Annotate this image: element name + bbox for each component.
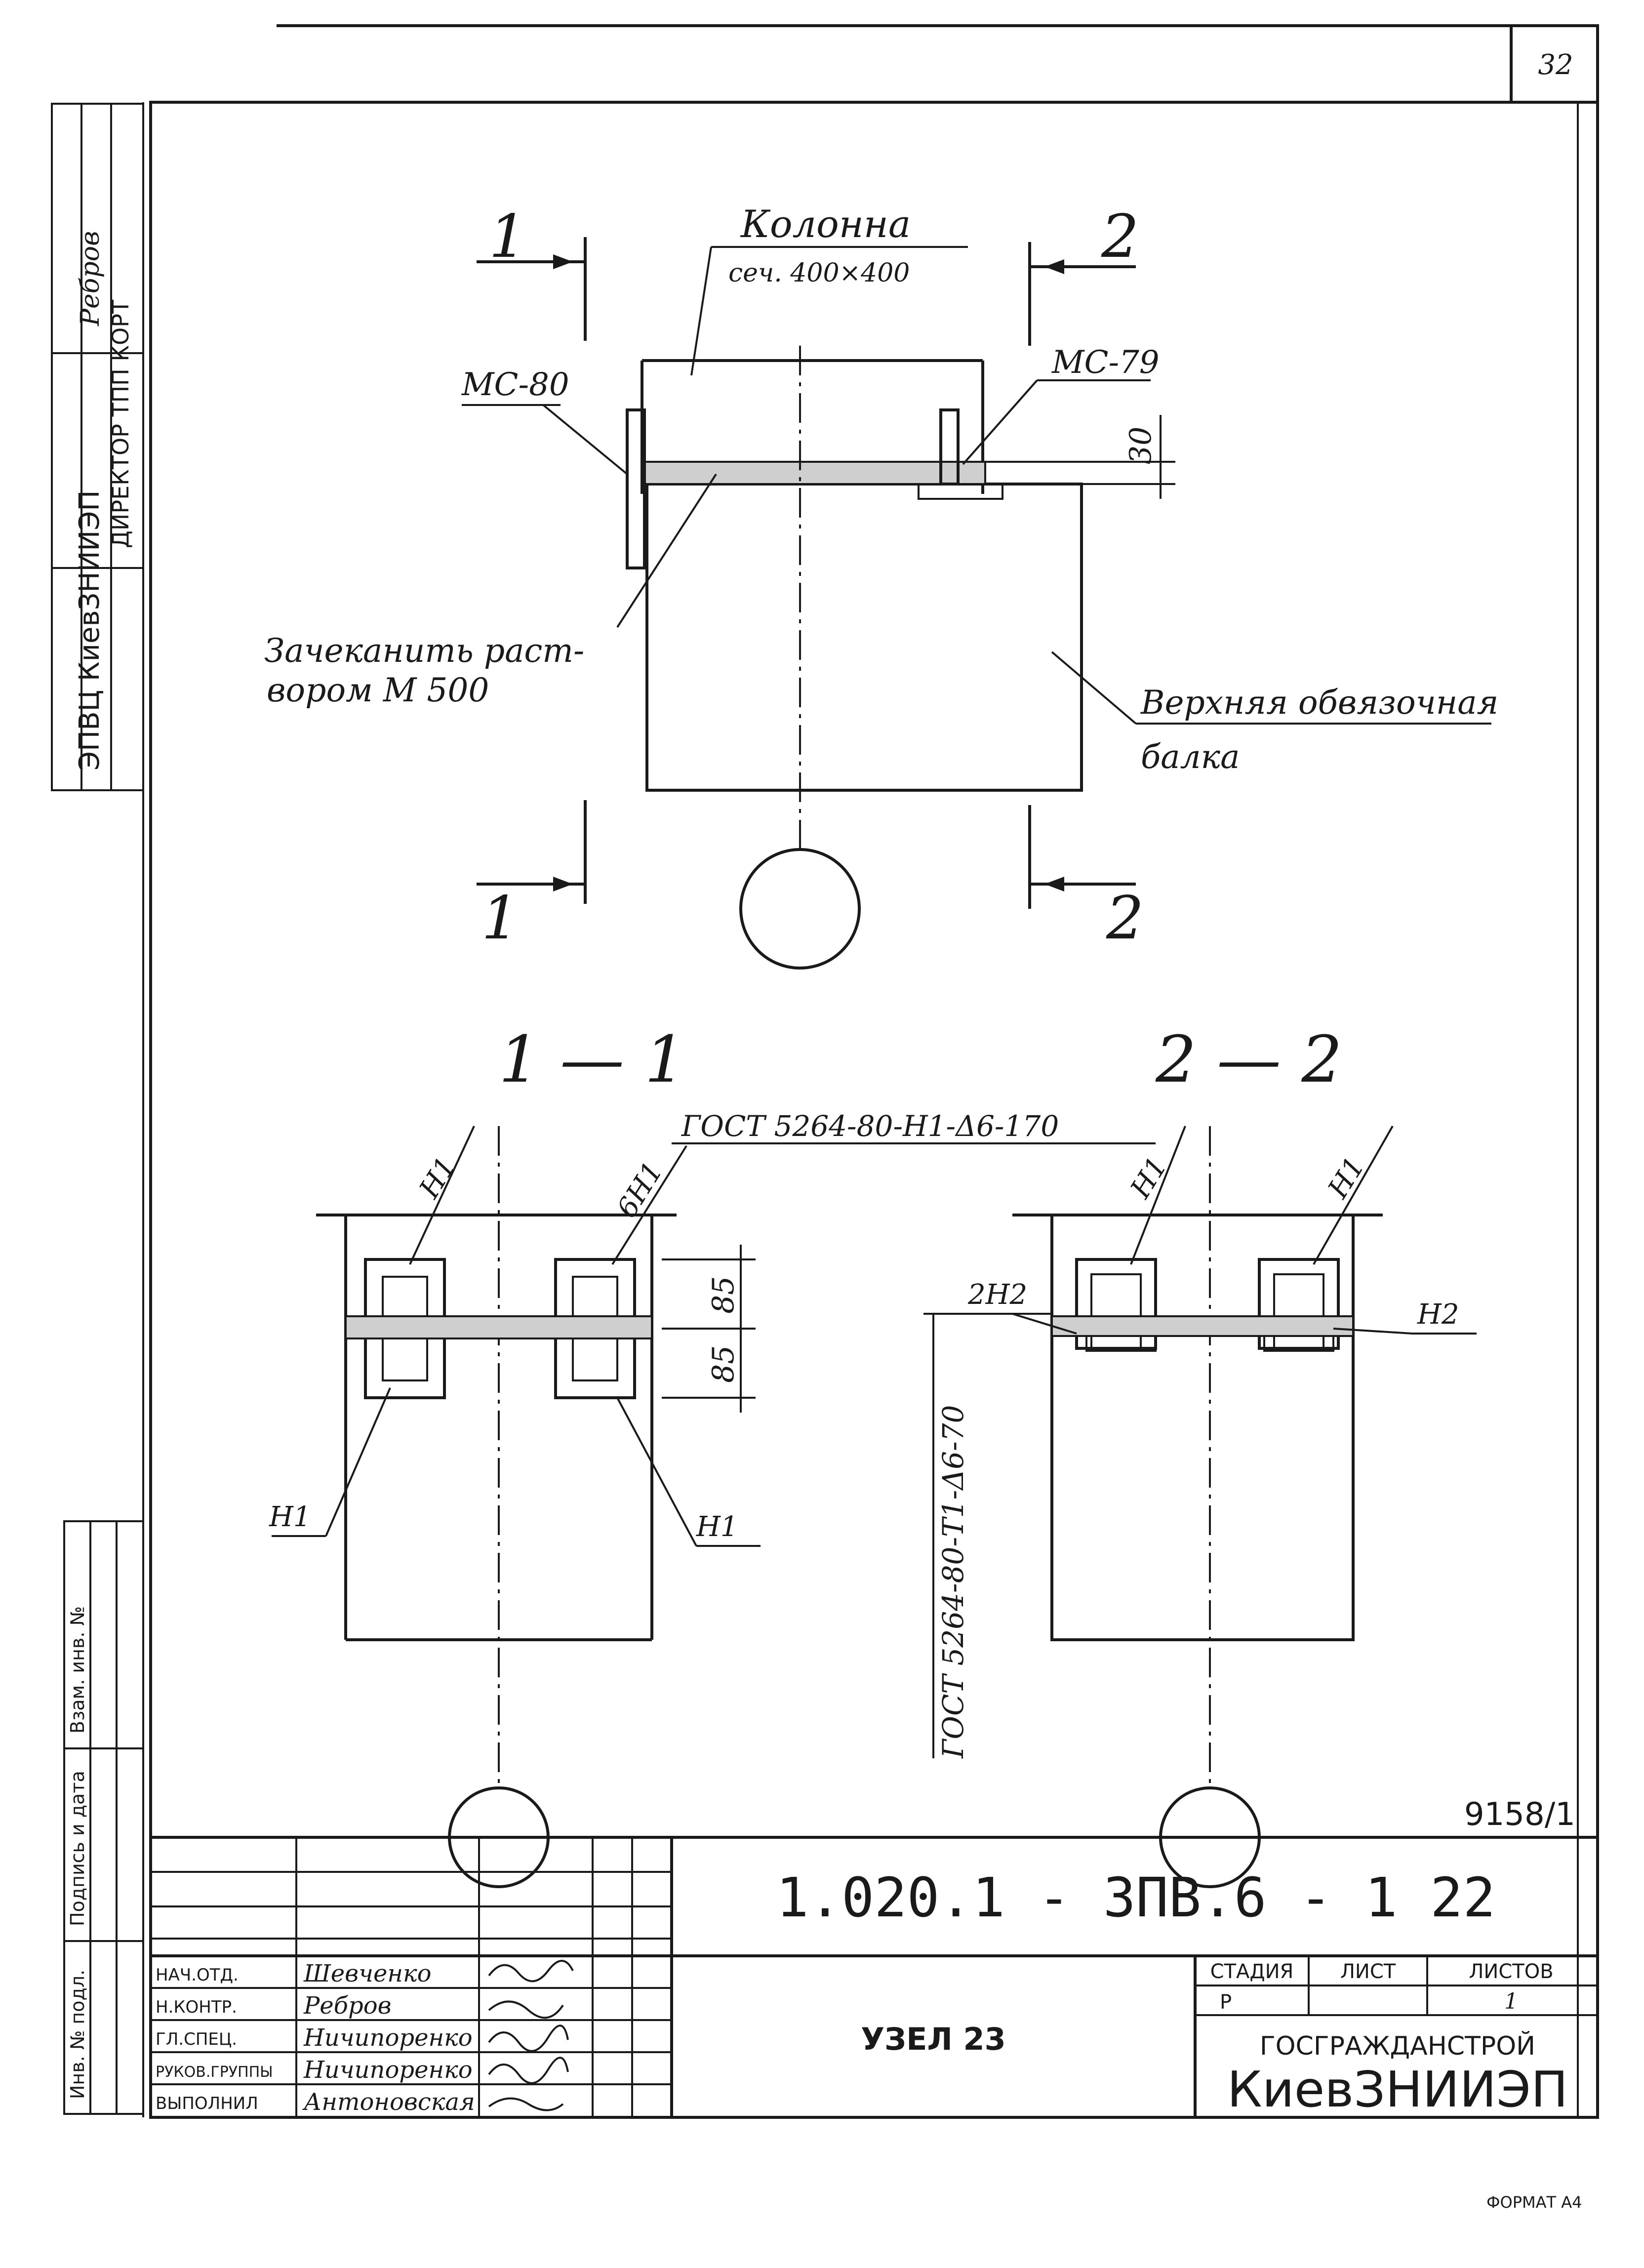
sig-name-5: Антоновская (302, 2088, 475, 2116)
stamp-dept: ЭПВЦ КиевЗНИИЭП (74, 490, 106, 770)
replaced-inv-label: Взам. инв. № (67, 1606, 88, 1734)
dim-30: 30 (1123, 427, 1158, 464)
insert-mc79-label: МС-79 (1051, 344, 1160, 381)
inventory-stamp: Инв. № подл. Подпись и дата Взам. инв. № (63, 1520, 144, 2115)
main-frame (149, 101, 1599, 2119)
stage-header: СТАДИЯ (1210, 1960, 1294, 1983)
beam-note-2: балка (1141, 738, 1240, 776)
sig-role-1: НАЧ.ОТД. (156, 1965, 239, 1985)
sheet-title: УЗЕЛ 23 (861, 2021, 1006, 2057)
section-1-1: 1 — 1 85 85 ГОСТ 5264-80-Н1-Δ6-170 Н1 6Н… (269, 1022, 1156, 1888)
signature-scribble-1 (488, 1960, 574, 1983)
sig-name-4: Ничипоренко (303, 2056, 473, 2084)
org-top: ГОСГРАЖДАНСТРОЙ (1260, 2031, 1535, 2061)
signature-date-label: Подпись и дата (67, 1771, 88, 1926)
weld-spec-2: ГОСТ 5264-80-Т1-Δ6-70 (936, 1405, 970, 1759)
stage-value: Р (1220, 1991, 1232, 2014)
sig-role-2: Н.КОНТР. (156, 1997, 237, 2017)
column-label: Колонна (740, 202, 911, 246)
sheet-header: ЛИСТ (1340, 1960, 1396, 1983)
label-n1-left: Н1 (269, 1501, 311, 1533)
dim-85-bottom: 85 (706, 1345, 741, 1383)
stamp-checked: Ребров (76, 231, 105, 326)
label-n1-top: Н1 (413, 1151, 462, 1204)
signature-scribble-2 (488, 2000, 564, 2019)
weld-spec-1: ГОСТ 5264-80-Н1-Δ6-170 (681, 1109, 1059, 1143)
signature-scribble-3 (488, 2025, 569, 2052)
dim-85-top: 85 (706, 1276, 741, 1314)
inv-number-label: Инв. № подл. (67, 1970, 88, 2099)
org-bottom: КиевЗНИИЭП (1227, 2061, 1568, 2118)
inventory-number: 9158/1 (1464, 1796, 1575, 1833)
cut-1-bottom: 1 (481, 884, 519, 953)
section-2-title: 2 — 2 (1155, 1022, 1342, 1097)
grout-layer (643, 461, 986, 485)
stamp-director: ДИРЕКТОР ТПП КОРТ (107, 299, 134, 548)
section-2-2: 2 — 2 Н1 Н1 2Н2 Н2 ГОСТ 5264-80-Т1-Δ6-70 (923, 1022, 1477, 1888)
insert-mc80-label: МС-80 (461, 366, 569, 403)
approval-stamp: ЭПВЦ КиевЗНИИЭП ДИРЕКТОР ТПП КОРТ Ребров (51, 103, 144, 791)
grout-note-2: вором М 500 (267, 671, 489, 709)
label-n1-a: Н1 (1124, 1151, 1173, 1204)
sig-role-5: ВЫПОЛНИЛ (156, 2094, 258, 2113)
sig-name-2: Ребров (303, 1992, 392, 2020)
sig-role-3: ГЛ.СПЕЦ. (156, 2029, 237, 2049)
section-2-beam (1050, 1332, 1355, 1641)
page-number: 32 (1538, 49, 1573, 81)
insert-mc80 (626, 408, 646, 569)
top-tie-beam (645, 483, 1083, 792)
cut-2-top: 2 (1101, 202, 1139, 271)
sig-role-4: РУКОВ.ГРУППЫ (156, 2064, 273, 2081)
label-n1-right: Н1 (696, 1511, 738, 1543)
cut-2-bottom: 2 (1106, 884, 1144, 953)
sheets-header: ЛИСТОВ (1469, 1960, 1553, 1983)
label-n1-b: Н1 (1322, 1151, 1371, 1204)
signature-scribble-4 (488, 2057, 569, 2084)
drawing-designation: 1.020.1 - 3ПВ.6 - 1 22 (776, 1866, 1496, 1929)
sig-name-1: Шевченко (303, 1960, 432, 1987)
beam-note-1: Верхняя обвязочная (1140, 684, 1498, 722)
sig-name-3: Ничипоренко (303, 2024, 473, 2052)
cut-1-top: 1 (489, 202, 526, 271)
column-size: сеч. 400×400 (728, 258, 910, 288)
signature-scribble-5 (488, 2097, 564, 2111)
sheet-frame (142, 24, 1599, 2119)
plan-view: 30 1 1 2 2 Колонна сеч. 400×400 МС-80 МС… (264, 202, 1498, 970)
label-6n1: 6Н1 (611, 1156, 670, 1223)
label-n2: Н2 (1417, 1298, 1459, 1331)
section-1-title: 1 — 1 (499, 1022, 685, 1097)
title-block: 9158/1 НАЧ.ОТД. Шевченко Н.КОНТР. Ребров… (151, 1796, 1598, 2118)
sheets-value: 1 (1504, 1989, 1518, 2014)
grid-axis-marker (739, 848, 861, 970)
format-note: ФОРМАТ А4 (1486, 2193, 1582, 2212)
label-2n2: 2Н2 (967, 1279, 1027, 1311)
grout-note-1: Зачеканить раст- (264, 632, 584, 670)
